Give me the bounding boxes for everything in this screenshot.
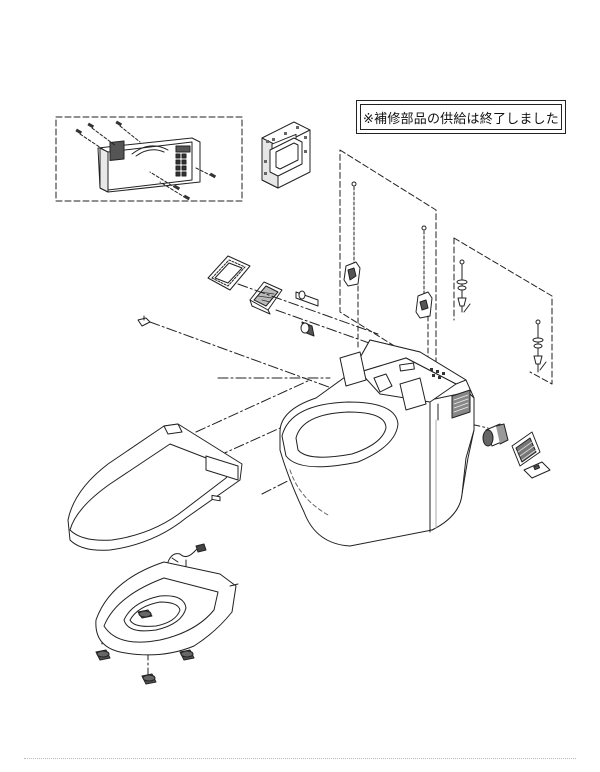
small-cap-part: [137, 315, 151, 327]
remote-keypad: [175, 145, 191, 177]
supply-ended-notice-text: ※補修部品の供給は終了しました: [360, 104, 562, 130]
footer-divider: [24, 758, 576, 759]
toilet-bowl-body: [279, 339, 475, 547]
toilet-seat-with-cable: [95, 543, 239, 656]
inlet-connector: [295, 290, 319, 337]
anchor-bolt-group-right: [453, 237, 553, 385]
filter-and-vent-parts: [482, 423, 551, 479]
flush-valve-gasket: [207, 255, 251, 291]
remote-control-group: [55, 116, 243, 202]
wall-plate: [261, 121, 311, 189]
anchor-bolt-group-left: [339, 149, 437, 373]
remote-screws: [79, 125, 213, 199]
remote-group-dashed-box: [55, 116, 243, 202]
seat-cushion-pads: [95, 609, 195, 685]
valve-cover: [249, 281, 283, 315]
supply-ended-notice: ※補修部品の供給は終了しました: [356, 100, 566, 134]
seat-lid: [67, 423, 243, 551]
